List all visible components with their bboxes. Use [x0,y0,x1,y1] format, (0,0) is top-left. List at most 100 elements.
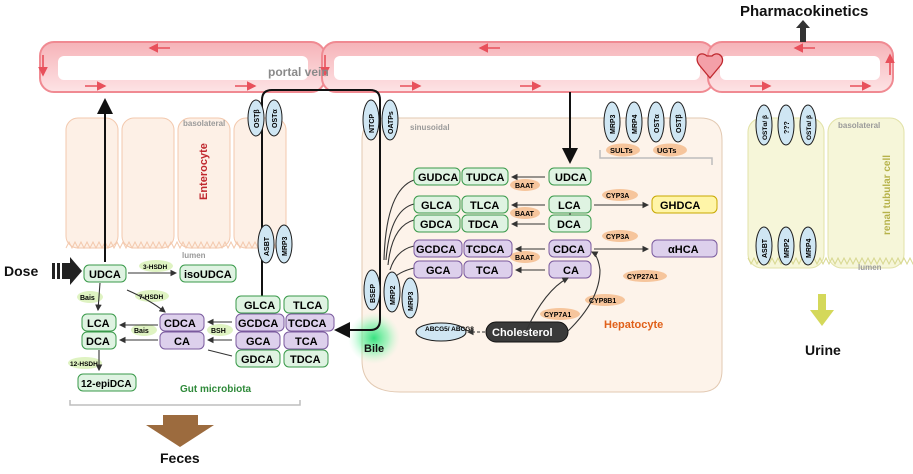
transporter-mrp2: MRP2 [390,285,397,305]
enzyme-cyp27a1: CYP27A1 [627,274,658,281]
transporter-osta-h: OSTα [654,114,661,133]
dose-label: Dose [4,263,38,279]
gut-arrows [95,269,233,372]
transporter-ostb-h: OSTβ [676,114,683,133]
gut-acid-gcdca: GCDCA [238,318,278,330]
acid-ghdca: GHDCA [660,200,700,212]
transporter-mrp4: MRP4 [632,114,639,134]
enzyme-3hsdh: 3-HSDH [143,264,168,271]
transport-lines [97,89,578,338]
transporter-osta: OSTα [272,109,279,128]
bile-glow [348,312,400,364]
enterocyte-cells [65,117,287,250]
acid-gcdca: GCDCA [416,244,456,256]
transporter-asbt-int: ASBT [264,236,271,256]
urine-arrow-icon [810,294,834,326]
transporter-abcg: ABCG5/ ABCG8 [425,326,474,333]
enzyme-bais-1: Bais [80,295,95,302]
enzyme-baat-3: BAAT [515,255,535,262]
acid-tca: TCA [476,265,499,277]
gut-acid-glca: GLCA [244,300,275,312]
transporter-mrp3-int: MRP3 [282,236,289,256]
heart-icon [696,53,724,80]
gut-acid-gdca: GDCA [241,354,273,366]
gut-acid-dca: DCA [86,336,110,348]
acid-tdca: TDCA [468,219,499,231]
enzyme-cyp3a-2: CYP3A [606,234,629,241]
transporter-unknown: ??? [784,121,791,134]
transporter-ostab-1: OSTα/ β [762,115,769,140]
gut-acid-tcdca: TCDCA [288,318,327,330]
enzyme-12hsdh: 12-HSDH [70,361,98,368]
acid-ahca: αHCA [668,244,699,256]
enzyme-cyp8b1: CYP8B1 [589,298,616,305]
acid-gudca: GUDCA [418,172,458,184]
acid-ca: CA [563,265,579,277]
enzyme-baat-2: BAAT [515,211,535,218]
lumen-right-label: lumen [858,263,882,272]
transporter-mrp3-h: MRP3 [408,291,415,311]
gut-acid-tlca: TLCA [293,300,322,312]
gut-acid-12epidca: 12-epiDCA [81,379,132,390]
gut-acid-ca: CA [174,336,190,348]
enzyme-bsh: BSH [211,328,226,335]
acid-gdca: GDCA [420,219,452,231]
svg-text:UGTs: UGTs [657,146,676,155]
transporter-bsep: BSEP [370,284,377,303]
enzyme-7hsdh: 7-HSDH [139,294,164,301]
transporter-mrp2-r: MRP2 [784,238,791,258]
transporter-mrp4-r: MRP4 [806,238,813,258]
gut-acids: UDCA isoUDCA LCA DCA CDCA CA GLCA TLCA G… [77,264,335,392]
acid-glca: GLCA [421,200,452,212]
ugts-badge: UGTs [653,143,687,157]
acid-dca: DCA [557,219,581,231]
dose-arrow-icon [52,257,82,285]
gut-acid-lca: LCA [87,318,110,330]
bile-canal-lines [383,179,415,281]
lumen-left-label: lumen [182,251,206,260]
transporter-ntcp: NTCP [369,114,376,133]
liver-acids: GUDCA TUDCA UDCA GLCA TLCA LCA GHDCA GDC… [413,167,718,343]
feces-arrow-icon [146,415,214,447]
enzyme-baat-1: BAAT [515,183,535,190]
enzyme-cyp7a1: CYP7A1 [544,312,571,319]
portal-vein-label: portal vein [268,65,329,79]
enzyme-bais-2: Bais [134,328,149,335]
acid-lca: LCA [558,200,581,212]
acid-tlca: TLCA [470,200,499,212]
conjugation-bracket [599,150,713,165]
transporter-asbt-r: ASBT [762,238,769,258]
svg-text:SULTs: SULTs [610,146,633,155]
portal-circulation [38,41,895,93]
acid-cdca: CDCA [553,244,585,256]
acid-gca: GCA [426,265,451,277]
transporter-mrp3: MRP3 [610,114,617,134]
transporter-oatps: OATPs [388,111,395,134]
gut-bracket [69,400,301,406]
acid-tcdca: TCDCA [466,244,505,256]
renal-label: renal tubular cell [882,155,893,235]
gut-acid-tdca: TDCA [290,354,321,366]
sinusoidal-label: sinusoidal [410,123,450,132]
gut-acid-cdca: CDCA [164,318,196,330]
bile-label: Bile [364,343,384,355]
feces-label: Feces [160,450,200,466]
urine-label: Urine [805,342,841,358]
hepatocyte-label: Hepatocyte [604,319,663,331]
enzymes: BAAT BAAT BAAT CYP3A CYP3A CYP27A1 CYP8B… [68,179,667,369]
gut-acid-isoudca: isoUDCA [184,269,232,281]
sults-badge: SULTs [606,143,640,157]
gut-acid-udca: UDCA [89,269,121,281]
transporter-ostb: OSTβ [254,109,261,128]
gut-microbiota-label: Gut microbiota [180,384,252,395]
basolateral-left-label: basolateral [183,119,225,128]
acid-tudca: TUDCA [466,172,505,184]
enzyme-cyp3a-1: CYP3A [606,193,629,200]
pharmacokinetics-title: Pharmacokinetics [740,3,868,20]
basolateral-right-label: basolateral [838,121,880,130]
liver-arrows [466,173,650,336]
acid-cholesterol: Cholesterol [492,327,553,339]
gut-acid-tca: TCA [295,336,318,348]
transporter-ostab-2: OSTα/ β [806,115,813,140]
